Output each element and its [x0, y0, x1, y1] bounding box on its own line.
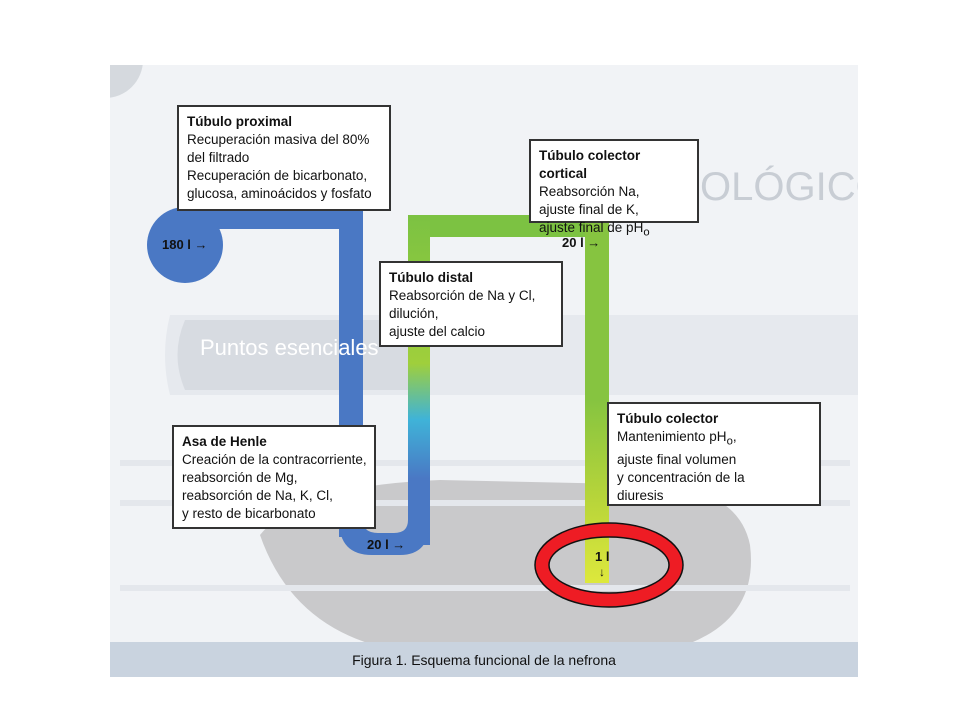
collecting-duct	[585, 400, 609, 583]
box-line: y concentración de la	[617, 469, 745, 485]
background-text-line	[120, 500, 850, 506]
box-line: y resto de bicarbonato	[182, 506, 316, 521]
flow-label-henle: 20 l →	[367, 537, 406, 552]
box-line: Reabsorción de Na y Cl,	[389, 288, 536, 303]
box-line: Recuperación masiva del 80%	[187, 132, 370, 147]
box-line: Reabsorción Na,	[539, 184, 640, 199]
arrow-down-icon: ↓	[599, 565, 605, 579]
corner-decoration	[110, 65, 143, 98]
box-line: ajuste del calcio	[389, 324, 486, 339]
nephron-figure: OLÓGICO Puntos esenciales Túbulo proxima…	[110, 65, 858, 677]
proximal-tubule-box: Túbulo proximal Recuperación masiva del …	[177, 105, 391, 211]
proximal-horizontal-tube	[185, 207, 363, 229]
background-header-text: OLÓGICO	[700, 165, 858, 209]
box-line: reabsorción de Mg,	[182, 470, 298, 485]
box-line: ajuste final de K,	[539, 202, 639, 217]
highlight-ellipse	[535, 523, 683, 607]
box-title: Túbulo colector cortical	[539, 148, 641, 181]
box-line: Creación de la contracorriente,	[182, 452, 367, 467]
cortical-collecting-tubule-box: Túbulo colector cortical Reabsorción Na,…	[529, 139, 699, 239]
background-text-line	[120, 460, 850, 466]
background-band-text: Puntos esenciales	[200, 335, 379, 360]
box-title: Asa de Henle	[182, 434, 267, 449]
box-line: dilución,	[389, 306, 439, 321]
box-title: Túbulo colector	[617, 411, 719, 426]
background-text-line	[120, 585, 850, 591]
box-line: Recuperación de bicarbonato,	[187, 168, 368, 183]
highlight-ellipse-outline-inner	[548, 536, 670, 594]
box-title: Túbulo distal	[389, 270, 473, 285]
box-line: del filtrado	[187, 150, 250, 165]
ph-subscript: o	[643, 226, 650, 239]
nephron-diagram	[110, 65, 858, 655]
box-line: reabsorción de Na, K, Cl,	[182, 488, 333, 503]
henle-loop-box: Asa de Henle Creación de la contracorrie…	[172, 425, 376, 529]
box-line: diuresis	[617, 487, 664, 503]
henle-loop-bottom	[339, 505, 430, 555]
cortical-collecting-tube	[585, 215, 609, 405]
box-line: ajuste final de pHo	[539, 220, 650, 239]
distal-tubule-box: Túbulo distal Reabsorción de Na y Cl, di…	[379, 261, 563, 347]
flow-label-cortical: 20 l →	[562, 235, 601, 250]
box-line: ajuste final volumen	[617, 451, 737, 467]
highlight-ellipse-outline-outer	[534, 522, 684, 608]
flow-label-filtrado: 180 l →	[162, 237, 208, 252]
figure-caption: Figura 1. Esquema funcional de la nefron…	[110, 642, 858, 677]
flow-label-orina: 1 l	[595, 549, 610, 564]
box-title: Túbulo proximal	[187, 114, 293, 129]
box-line: Mantenimiento pHo,	[617, 429, 737, 448]
box-line: glucosa, aminoácidos y fosfato	[187, 186, 372, 201]
ph-subscript: o	[726, 435, 733, 448]
collecting-tubule-box: Túbulo colector Mantenimiento pHo, ajust…	[607, 402, 821, 506]
